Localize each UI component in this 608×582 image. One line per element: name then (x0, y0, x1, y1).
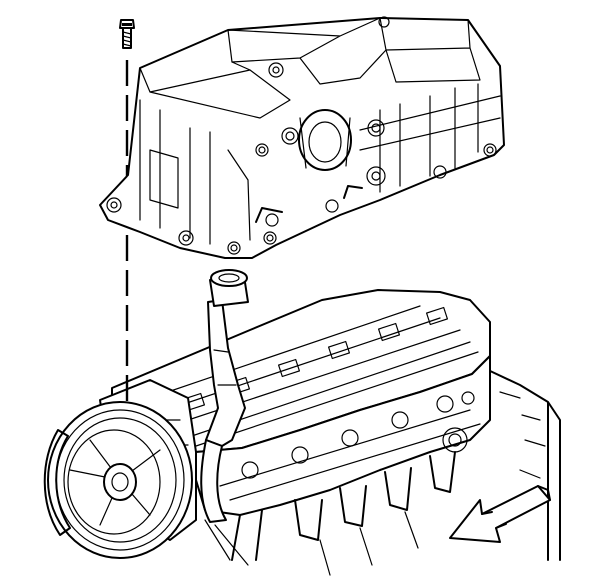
front-direction-arrow (449, 485, 551, 543)
cover-bolt (119, 19, 135, 49)
valve-cover (99, 16, 505, 259)
filler-tube (200, 269, 249, 523)
crankshaft-pulley (43, 401, 193, 559)
